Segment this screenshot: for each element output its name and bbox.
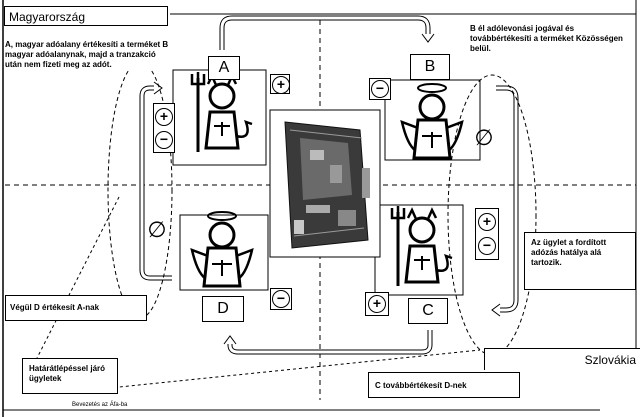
region-label-hungary: Magyarország bbox=[4, 6, 168, 26]
empty-set-symbol-left: ∅ bbox=[145, 218, 169, 242]
note-cross-border: Határátlépéssel járó ügyletek bbox=[22, 358, 118, 394]
minus-symbol-d: − bbox=[272, 290, 290, 308]
note-bottom-mid: C továbbértékesít D-nek bbox=[368, 372, 520, 398]
party-label-b: B bbox=[410, 54, 450, 80]
plus-symbol-c2: + bbox=[368, 295, 386, 313]
empty-set-symbol-right: ∅ bbox=[472, 126, 496, 150]
note-mid-right: Az ügylet a fordított adózás hatálya alá… bbox=[524, 232, 636, 290]
note-top-left: A, magyar adóalany értékesíti a terméket… bbox=[5, 40, 171, 70]
note-top-right: B él adólevonási jogával és továbbértéke… bbox=[470, 24, 628, 54]
minus-symbol-c: − bbox=[478, 237, 496, 255]
party-label-a: A bbox=[208, 56, 240, 80]
note-bottom-left: Végül D értékesít A-nak bbox=[5, 295, 147, 321]
plus-symbol-a2: + bbox=[155, 108, 173, 126]
minus-symbol-b: − bbox=[371, 80, 389, 98]
region-label-slovakia: Szlovákia bbox=[484, 348, 640, 370]
minus-symbol-a: − bbox=[155, 131, 173, 149]
plus-symbol-c: + bbox=[478, 213, 496, 231]
circuit-board-image bbox=[270, 110, 380, 257]
plus-symbol-a: + bbox=[272, 76, 290, 94]
party-label-d: D bbox=[202, 296, 244, 322]
party-label-c: C bbox=[408, 298, 448, 324]
footer-text: Bevezetés az Áfa-ba bbox=[72, 401, 127, 409]
